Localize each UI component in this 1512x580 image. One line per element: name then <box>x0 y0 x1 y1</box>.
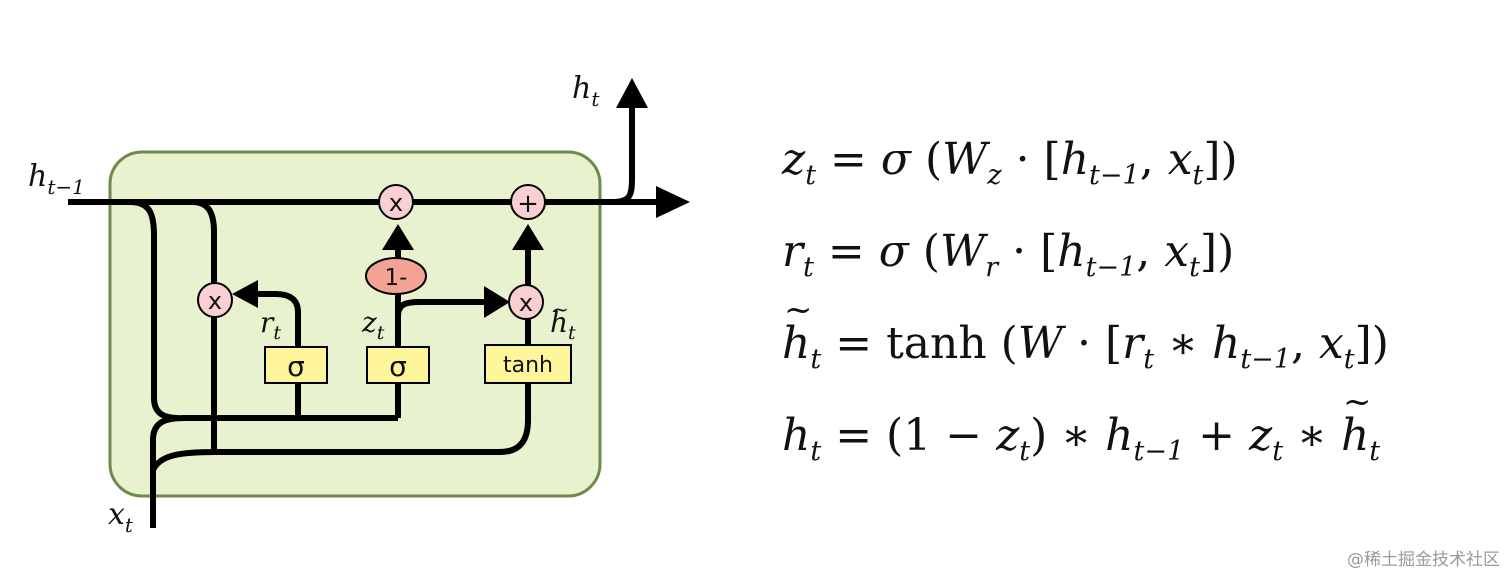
gru-equations: zt = σ (Wz · [ht−1, xt]) rt = σ (Wr · [h… <box>782 128 1502 496</box>
input-x-line <box>150 415 398 528</box>
mult-reset-circle <box>197 282 233 318</box>
mult-top-label: x <box>389 189 403 217</box>
sigma-z-label: σ <box>389 350 407 383</box>
one-minus-ellipse <box>365 257 427 295</box>
label-h-tilde-mark: ~ <box>552 297 569 321</box>
tanh-label: tanh <box>503 353 553 378</box>
equation-update-gate: zt = σ (Wz · [ht−1, xt]) <box>782 134 1238 191</box>
mult-reset-label: x <box>208 287 222 315</box>
output-line-up <box>611 108 635 205</box>
watermark: @稀土掘金技术社区 <box>1347 550 1500 570</box>
label-h-prev: ht−1 <box>28 159 85 199</box>
sigma-r-box <box>264 346 328 384</box>
sigma-z-box <box>366 346 430 384</box>
reset-arrow <box>232 280 258 308</box>
output-arrow-up <box>616 78 648 108</box>
input-x-to-tanh <box>150 384 531 472</box>
update-cand-arrow <box>484 286 510 318</box>
mult-top-circle <box>378 184 414 220</box>
equation-reset-gate: rt = σ (Wr · [ht−1, xt]) <box>782 226 1235 283</box>
add-top-circle <box>510 184 546 220</box>
tanh-box <box>484 344 572 384</box>
label-h-out: ht <box>572 71 600 111</box>
sigma-r-label: σ <box>287 350 305 383</box>
hprev-branch-right <box>191 199 217 452</box>
label-h-tilde: ht <box>550 306 576 344</box>
mult-cand-circle <box>508 284 544 320</box>
equation-candidate: ht = tanh (W · [rt ∗ ht−1, xt]) <box>782 278 1502 404</box>
mult-cand-label: x <box>519 289 533 317</box>
label-z-gate: zt <box>361 306 385 344</box>
cell-box <box>108 150 602 498</box>
reset-to-mult <box>256 291 301 346</box>
gru-cell-diagram: σ σ tanh x + x x 1- ht−1 ht xt rt zt ht … <box>28 71 690 537</box>
label-r-gate: rt <box>260 306 281 344</box>
one-minus-arrow <box>382 224 414 250</box>
one-minus-label: 1- <box>385 265 408 291</box>
cand-add-arrow <box>512 224 544 250</box>
label-x-in: xt <box>108 497 134 537</box>
add-top-label: + <box>517 189 539 219</box>
equation-hidden-state: ht = (1 − zt) ∗ ht−1 + zt ∗ ht <box>782 370 1502 496</box>
hprev-branch-left <box>129 199 179 421</box>
output-arrow-right <box>656 186 690 218</box>
